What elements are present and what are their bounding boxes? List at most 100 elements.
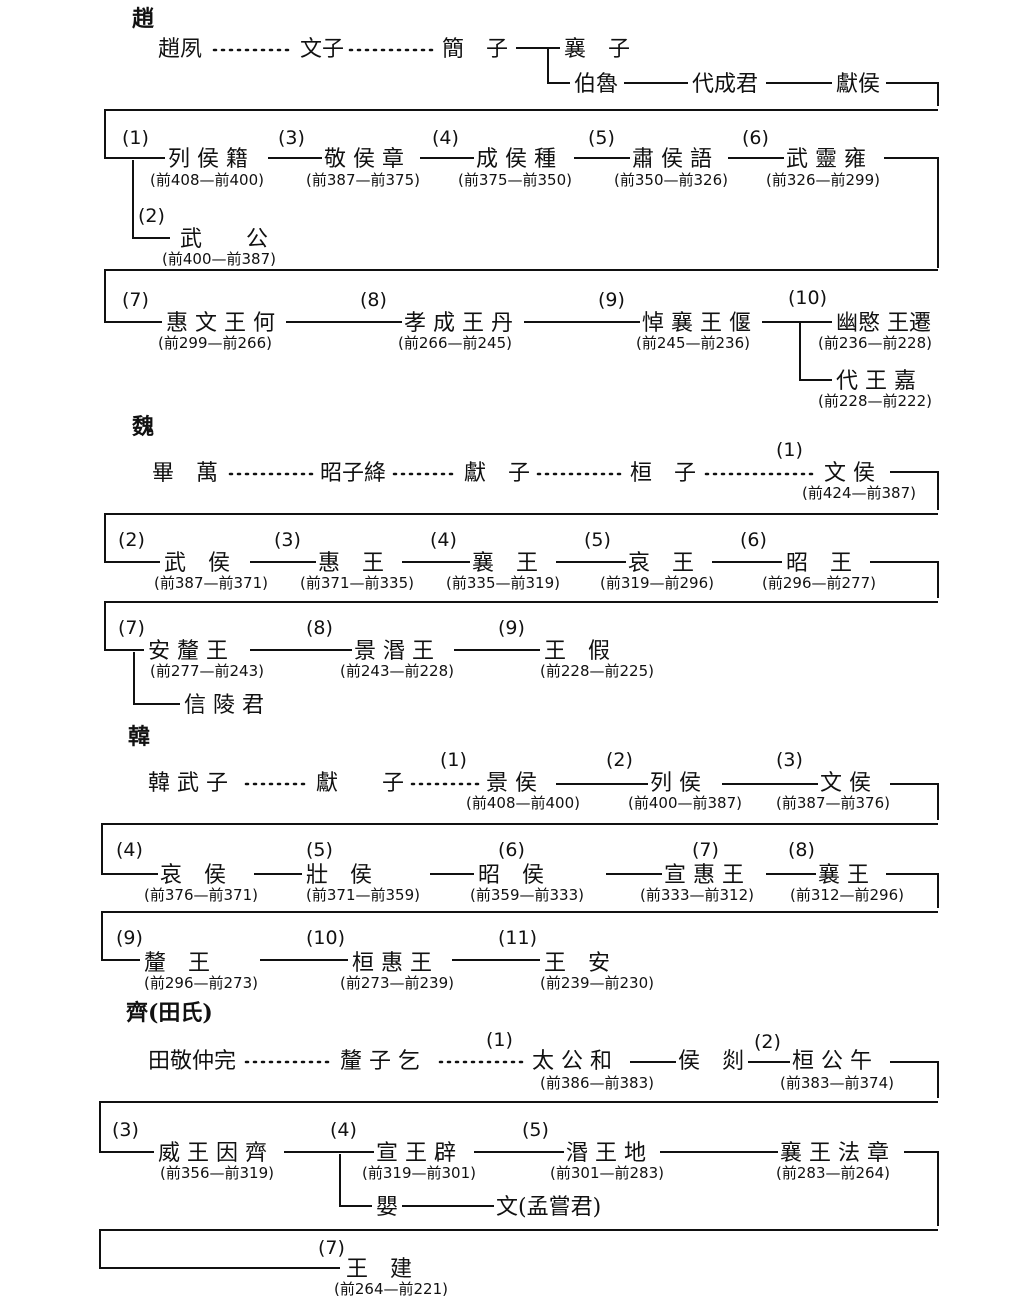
qi-houyan: 侯 剡	[678, 1049, 744, 1074]
qi-lizigi: 釐 子 乞	[340, 1049, 420, 1074]
wei-anliwang: (7) 安 釐 王 (前277—前243)	[118, 617, 264, 680]
han-wuzi: 韓 武 子	[148, 771, 228, 796]
svg-text:王 建: 王 建	[346, 1257, 412, 1282]
zhao-liehou: (1) 列 侯 籍 (前408—前400)	[122, 127, 264, 189]
svg-text:(6): (6)	[740, 529, 767, 551]
svg-text:(前408—前400): (前408—前400)	[466, 794, 580, 812]
wei-zhaowang: (6) 昭 王 (前296—前277)	[740, 529, 876, 592]
svg-text:(前239—前230): (前239—前230)	[540, 974, 654, 992]
wei-xiangwang: (4) 襄 王 (前335—前319)	[430, 529, 560, 592]
svg-text:(7): (7)	[122, 289, 149, 311]
svg-text:(5): (5)	[522, 1119, 549, 1141]
svg-text:(3): (3)	[112, 1119, 139, 1141]
svg-text:(前424—前387): (前424—前387)	[802, 484, 916, 502]
qi-minwang: (5) 湣 王 地 (前301—前283)	[522, 1119, 664, 1182]
svg-text:襄 王: 襄 王	[818, 863, 869, 888]
svg-text:(前387—前375): (前387—前375)	[306, 171, 420, 189]
zhao-zhaosu: 趙夙	[158, 37, 202, 62]
wei-zhaozijiang: 昭子絳	[320, 461, 386, 486]
svg-text:(4): (4)	[432, 127, 459, 149]
svg-text:(5): (5)	[584, 529, 611, 551]
han-wangan: (11) 王 安 (前239—前230)	[498, 927, 654, 992]
svg-text:武 公: 武 公	[180, 227, 268, 252]
svg-text:(8): (8)	[788, 839, 815, 861]
svg-text:(前299—前266): (前299—前266)	[158, 334, 272, 352]
zhao-bolu: 伯魯	[574, 72, 618, 97]
svg-text:(前319—前296): (前319—前296)	[600, 574, 714, 592]
svg-text:(3): (3)	[776, 749, 803, 771]
han-wenhou: (3) 文 侯 (前387—前376)	[776, 749, 890, 812]
svg-text:(9): (9)	[498, 617, 525, 639]
svg-text:(9): (9)	[116, 927, 143, 949]
svg-text:安 釐 王: 安 釐 王	[148, 639, 228, 664]
qi-huangongwu: (2) 桓 公 午 (前383—前374)	[754, 1031, 894, 1092]
svg-text:(前387—前376): (前387—前376)	[776, 794, 890, 812]
zhao-wugong: (2) 武 公 (前400—前387)	[138, 205, 276, 268]
qi-wangjian: (7) 王 建 (前264—前221)	[318, 1237, 448, 1298]
wei-aiwang: (5) 哀 王 (前319—前296)	[584, 529, 714, 592]
svg-text:(10): (10)	[788, 287, 827, 309]
svg-text:(前326—前299): (前326—前299)	[766, 171, 880, 189]
svg-text:(8): (8)	[360, 289, 387, 311]
svg-text:(9): (9)	[598, 289, 625, 311]
wei-wenhou: (1) 文 侯 (前424—前387)	[776, 439, 916, 502]
svg-text:王 安: 王 安	[544, 951, 610, 976]
svg-text:(前375—前350): (前375—前350)	[458, 171, 572, 189]
zhao-jianzi: 簡 子	[442, 37, 508, 62]
wei-biwan: 畢 萬	[152, 461, 218, 486]
han-xuanhuiwang: (7) 宣 惠 王 (前333—前312)	[640, 839, 754, 904]
han-huanhuiwang: (10) 桓 惠 王 (前273—前239)	[306, 927, 454, 992]
zhao-huiwenwang: (7) 惠 文 王 何 (前299—前266)	[122, 289, 275, 352]
svg-text:(前277—前243): (前277—前243)	[150, 662, 264, 680]
svg-text:(前283—前264): (前283—前264)	[776, 1164, 890, 1182]
han-aihou: (4) 哀 侯 (前376—前371)	[116, 839, 258, 904]
zhao-heading: 趙	[132, 6, 155, 32]
svg-text:(前400—前387): (前400—前387)	[628, 794, 742, 812]
zhao-xianhou: 獻侯	[836, 72, 880, 97]
svg-text:桓 惠 王: 桓 惠 王	[352, 951, 432, 976]
svg-text:(前383—前374): (前383—前374)	[780, 1074, 894, 1092]
svg-text:昭 侯: 昭 侯	[478, 863, 544, 888]
svg-text:成 侯 種: 成 侯 種	[476, 147, 556, 172]
svg-text:(6): (6)	[498, 839, 525, 861]
svg-text:景 湣 王: 景 湣 王	[354, 639, 434, 664]
svg-text:(5): (5)	[306, 839, 333, 861]
svg-text:幽愍 王遷: 幽愍 王遷	[836, 311, 931, 336]
svg-text:(前408—前400): (前408—前400)	[150, 171, 264, 189]
svg-text:王 假: 王 假	[544, 639, 610, 664]
svg-text:代 王 嘉: 代 王 嘉	[836, 369, 916, 394]
qi-tianjingzhongwan: 田敬仲完	[148, 1049, 236, 1074]
qi-mengchangjun: 文(孟嘗君)	[496, 1195, 601, 1220]
svg-text:武 靈 雍: 武 靈 雍	[786, 147, 866, 172]
han-liwang: (9) 釐 王 (前296—前273)	[116, 927, 258, 992]
svg-text:(4): (4)	[116, 839, 143, 861]
svg-text:(1): (1)	[440, 749, 467, 771]
svg-text:昭 王: 昭 王	[786, 551, 852, 576]
zhao-youminwang: (10) 幽愍 王遷 (前236—前228)	[788, 287, 932, 352]
svg-text:宣 王 辟: 宣 王 辟	[376, 1141, 456, 1166]
zhao-xiaochengwang: (8) 孝 成 王 丹 (前266—前245)	[360, 289, 513, 352]
svg-text:列 侯: 列 侯	[650, 771, 701, 796]
svg-text:(前376—前371): (前376—前371)	[144, 886, 258, 904]
han-heading: 韓	[128, 724, 150, 750]
wei-heading: 魏	[131, 414, 154, 440]
svg-text:景 侯: 景 侯	[486, 771, 537, 796]
wei-xinlingjun: 信 陵 君	[184, 693, 264, 718]
svg-text:威 王 因 齊: 威 王 因 齊	[158, 1141, 267, 1166]
svg-text:武 侯: 武 侯	[164, 551, 230, 576]
svg-text:(10): (10)	[306, 927, 345, 949]
svg-text:(前386—前383): (前386—前383)	[540, 1074, 654, 1092]
qi-heading: 齊(田氏)	[126, 1000, 213, 1026]
svg-text:(前350—前326): (前350—前326)	[614, 171, 728, 189]
svg-text:(1): (1)	[486, 1029, 513, 1051]
qi-xuanwang: (4) 宣 王 辟 (前319—前301)	[330, 1119, 476, 1182]
qi-weiwang: (3) 威 王 因 齊 (前356—前319)	[112, 1119, 274, 1182]
svg-text:(前301—前283): (前301—前283)	[550, 1164, 664, 1182]
svg-text:(前319—前301): (前319—前301)	[362, 1164, 476, 1182]
svg-text:(前245—前236): (前245—前236)	[636, 334, 750, 352]
zhao-jinghou: (3) 敬 侯 章 (前387—前375)	[278, 127, 420, 189]
svg-text:(前387—前371): (前387—前371)	[154, 574, 268, 592]
svg-text:惠 文 王 何: 惠 文 王 何	[166, 311, 275, 336]
han-xiangwang: (8) 襄 王 (前312—前296)	[788, 839, 904, 904]
